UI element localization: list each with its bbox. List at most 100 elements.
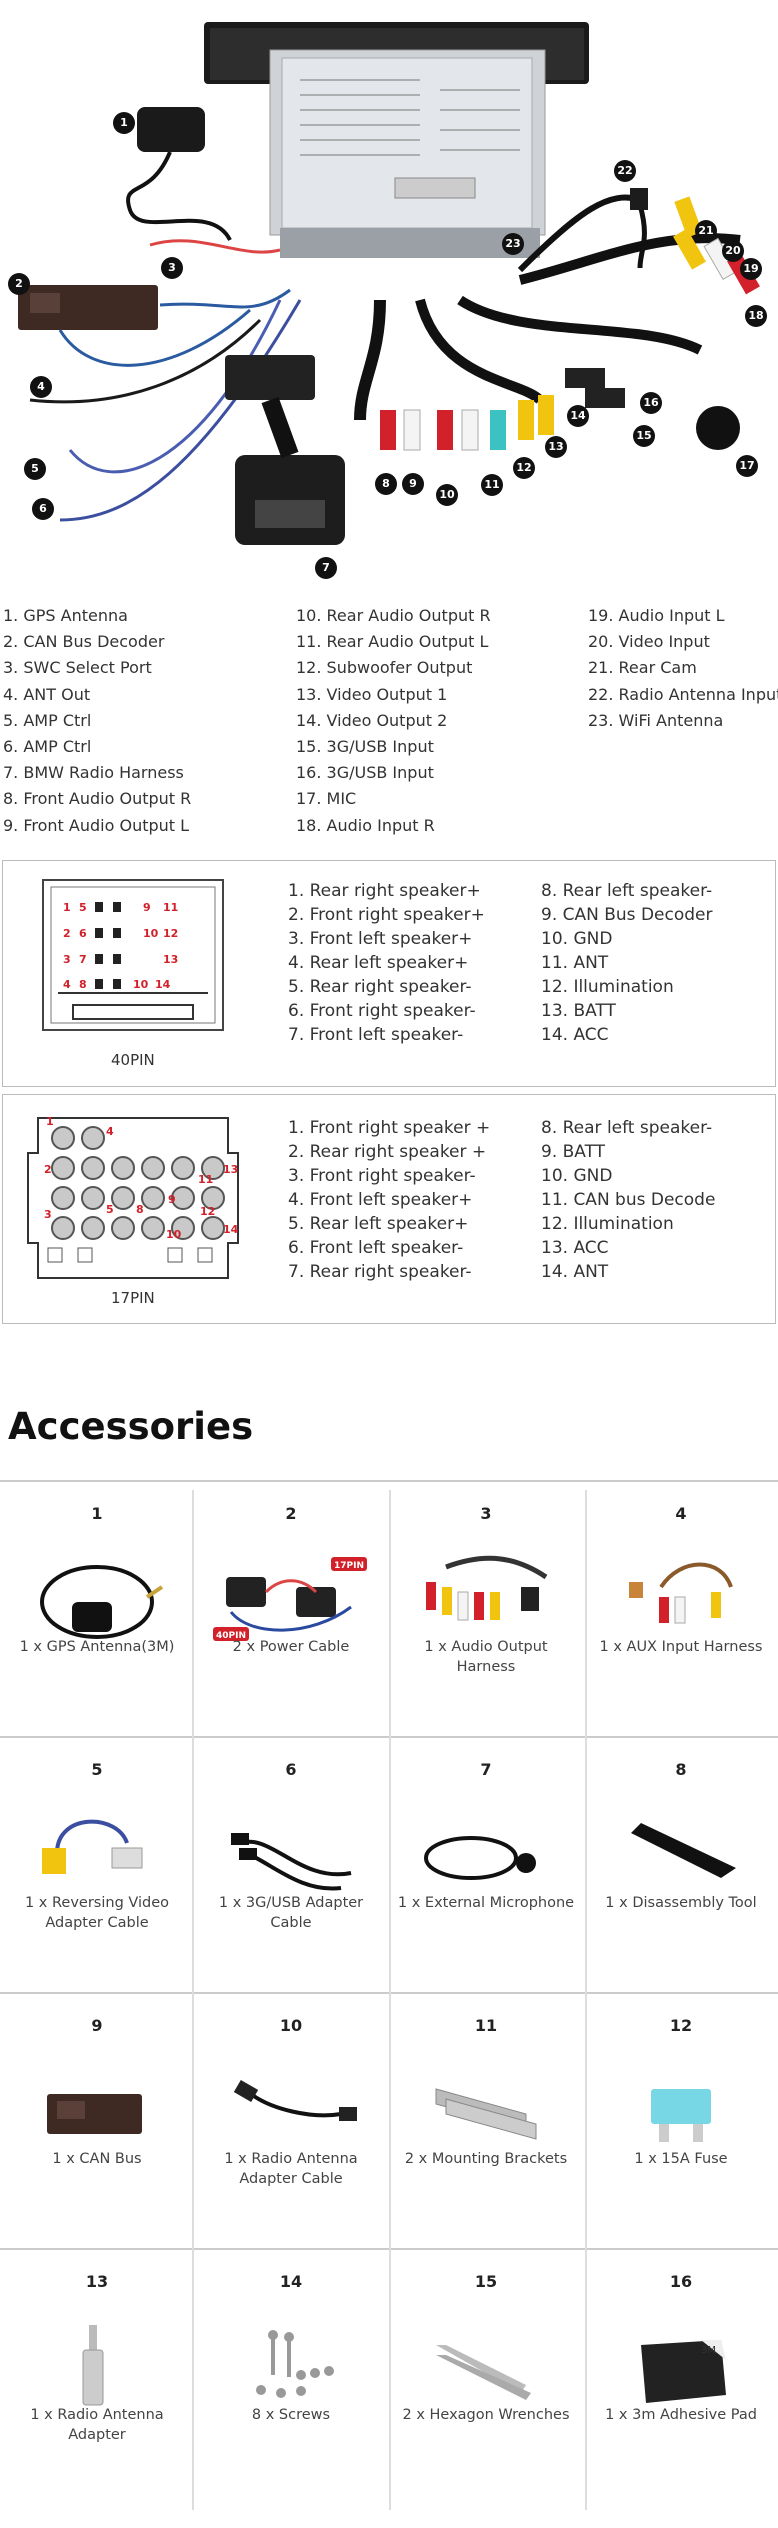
accessory-item: 8 1 x Disassembly Tool [584, 1738, 778, 1994]
pin-item: 2. Front right speaker+ [288, 905, 485, 925]
pin-item: 10. GND [541, 1166, 613, 1186]
pin-label: 13 [223, 1163, 238, 1176]
accessory-item: 12 1 x 15A Fuse [584, 1994, 778, 2250]
accessory-number: 4 [675, 1504, 687, 1523]
accessory-number: 13 [85, 2272, 109, 2291]
pin-item: 4. Rear left speaker+ [288, 953, 469, 973]
diagram-badge: 13 [545, 436, 567, 458]
pin-label: 9 [168, 1193, 176, 1206]
bracket-icon [435, 2088, 537, 2140]
pin-item: 5. Rear right speaker- [288, 977, 472, 997]
accessory-item: 16 3M 1 x 3m Adhesive Pad [584, 2250, 778, 2506]
pin-label: 4 [106, 1125, 114, 1138]
power-cable-icon: 17PIN 40PIN [213, 1557, 367, 1641]
antenna-cable-icon [233, 2079, 357, 2121]
accessory-number: 15 [474, 2272, 498, 2291]
head-unit-diagram [18, 22, 760, 545]
disassembly-tool-icon [631, 1823, 736, 1878]
diagram-badge: 19 [740, 258, 762, 280]
pin-item: 2. Rear right speaker + [288, 1142, 487, 1162]
audio-harness-icon [426, 1555, 548, 1621]
pin-item: 1. Front right speaker + [288, 1118, 491, 1138]
legend-item: 15. 3G/USB Input [296, 737, 434, 757]
pin-item: 7. Front left speaker- [288, 1025, 464, 1045]
pin-item: 9. BATT [541, 1142, 606, 1162]
pin17-list-left: 1. Front right speaker + 2. Rear right s… [288, 1116, 490, 1284]
accessory-label: 1 x CAN Bus [52, 2151, 142, 2167]
legend-item: 22. Radio Antenna Input [588, 684, 778, 704]
diagram-badge: 6 [32, 498, 54, 520]
pin-label: 2 [44, 1163, 52, 1176]
accessory-number: 3 [480, 1504, 492, 1523]
accessories-heading: Accessories [8, 1405, 254, 1448]
legend-item: 17. MIC [296, 789, 357, 809]
hex-wrench-icon [436, 2345, 531, 2400]
diagram-badge: 17 [736, 455, 758, 477]
usb-cable-icon [231, 1833, 352, 1891]
accessory-item: 7 1 x External Microphone [389, 1738, 583, 1994]
pin-label: 14 [155, 978, 171, 991]
accessory-number: 9 [91, 2016, 103, 2035]
legend-column-2: 10. Rear Audio Output R 11. Rear Audio O… [296, 603, 491, 839]
accessory-item: 9 1 x CAN Bus [0, 1994, 194, 2250]
legend-item: 13. Video Output 1 [296, 684, 448, 704]
legend-item: 3. SWC Select Port [3, 658, 152, 678]
accessory-item: 1 1 x GPS Antenna(3M) [0, 1482, 194, 1738]
accessory-label: 2 x Power Cable [232, 1639, 350, 1655]
legend-column-3: 19. Audio Input L 20. Video Input 21. Re… [588, 603, 778, 734]
accessory-number: 6 [285, 1760, 297, 1779]
accessory-label: 1 x 3m Adhesive Pad [605, 2407, 757, 2423]
accessory-item: 10 1 x Radio Antenna Adapter Cable [194, 1994, 388, 2250]
pin-label: 1 [63, 901, 71, 914]
pin-label: 2 [63, 927, 71, 940]
divider [0, 1480, 778, 1482]
pin-item: 9. CAN Bus Decoder [541, 905, 713, 925]
diagram-badge: 7 [315, 557, 337, 579]
diagram-badge: 23 [502, 233, 524, 255]
pin40-list-right: 8. Rear left speaker- 9. CAN Bus Decoder… [541, 879, 712, 1047]
legend-item: 10. Rear Audio Output R [296, 606, 491, 625]
accessory-label: 1 x GPS Antenna(3M) [19, 1639, 175, 1655]
pin-item: 7. Rear right speaker- [288, 1262, 472, 1282]
accessory-item: 6 1 x 3G/USB Adapter Cable [194, 1738, 388, 1994]
diagram-badge: 1 [113, 112, 135, 134]
diagram-badge: 12 [513, 457, 535, 479]
legend-item: 5. AMP Ctrl [3, 710, 92, 730]
accessory-item: 3 1 x Audio Output Harness [389, 1482, 583, 1738]
accessory-number: 8 [675, 1760, 687, 1779]
pin-item: 14. ANT [541, 1262, 609, 1282]
connector-17pin-icon: 1 4 2 9 11 3 5 8 10 12 13 14 [27, 1115, 239, 1279]
legend-column-1: 1. GPS Antenna 2. CAN Bus Decoder 3. SWC… [3, 603, 191, 839]
legend-item: 23. WiFi Antenna [588, 710, 724, 730]
connector-40pin-icon: 1 5 9 11 2 6 10 12 3 7 13 4 8 10 14 [42, 879, 224, 1031]
accessory-number: 5 [91, 1760, 103, 1779]
legend-item: 18. Audio Input R [296, 815, 435, 835]
pin-item: 13. ACC [541, 1238, 609, 1258]
legend-item: 8. Front Audio Output R [3, 789, 192, 809]
pin-label: 4 [63, 978, 71, 991]
pin-label: 6 [79, 927, 87, 940]
pin-label: 14 [223, 1223, 239, 1236]
diagram-badge: 5 [24, 458, 46, 480]
pin-label: 5 [106, 1203, 114, 1216]
pin-label: 10 [133, 978, 149, 991]
legend-item: 9. Front Audio Output L [3, 815, 190, 835]
accessory-number: 16 [669, 2272, 693, 2291]
diagram-badge: 2 [8, 273, 30, 295]
accessory-label: 1 x Disassembly Tool [605, 1895, 757, 1911]
accessory-number: 2 [285, 1504, 297, 1523]
accessory-label: 8 x Screws [251, 2407, 331, 2423]
accessory-number: 12 [669, 2016, 693, 2035]
pinout-40pin-box: 1 5 9 11 2 6 10 12 3 7 13 4 8 10 14 40PI… [2, 860, 776, 1087]
legend-item: 14. Video Output 2 [296, 710, 448, 730]
gps-antenna-icon [40, 1565, 164, 1639]
diagram-badge: 4 [30, 376, 52, 398]
pin-item: 4. Front left speaker+ [288, 1190, 473, 1210]
pin-label: 1 [46, 1115, 54, 1128]
accessory-item: 14 8 x Screws [194, 2250, 388, 2506]
accessory-label: 1 x AUX Input Harness [599, 1639, 763, 1655]
diagram-badge: 16 [640, 392, 662, 414]
accessory-label: 1 x External Microphone [397, 1895, 575, 1911]
microphone-icon [424, 1836, 536, 1880]
diagram-badge: 11 [481, 474, 503, 496]
